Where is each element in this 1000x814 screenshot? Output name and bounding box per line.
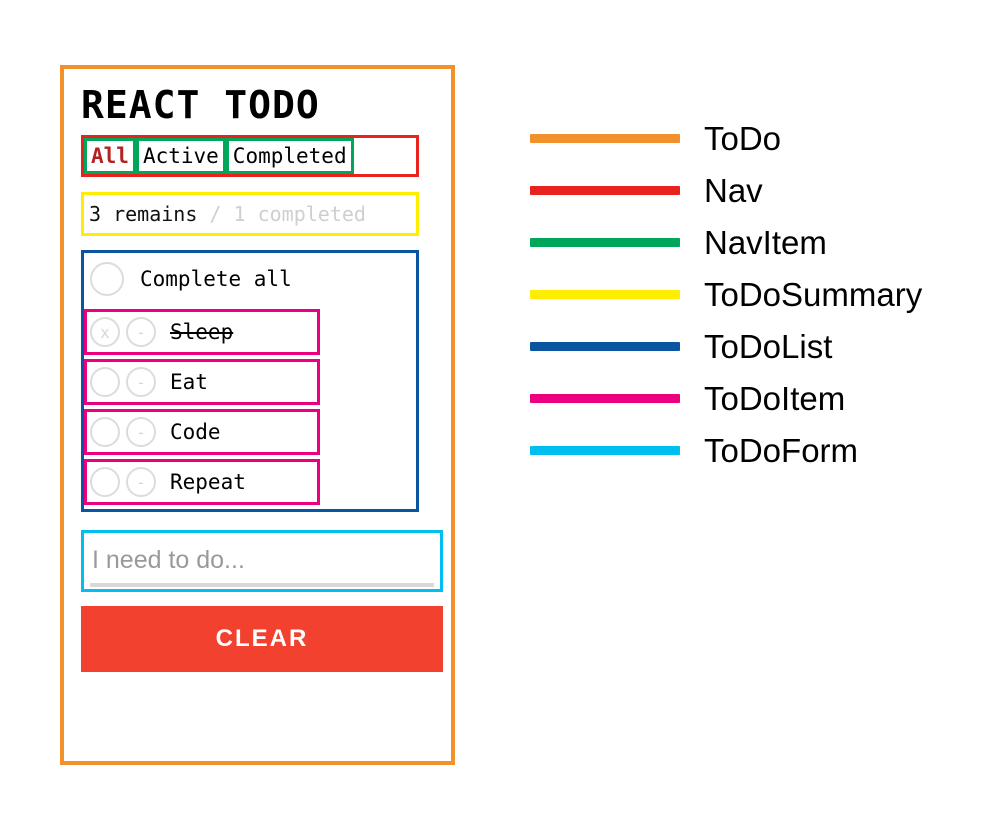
todo-item-eat[interactable]: - Eat — [84, 359, 320, 405]
todo-item-sleep[interactable]: x - Sleep — [84, 309, 320, 355]
nav-item-label: Active — [142, 143, 219, 168]
todo-item-label: Code — [170, 420, 221, 444]
nav: All Active Completed — [81, 135, 419, 177]
todo-item-repeat[interactable]: - Repeat — [84, 459, 320, 505]
legend-color-swatch — [530, 445, 680, 455]
todo-summary: 3 remains / 1 completed — [81, 192, 419, 236]
remains-count-text: 3 remains — [89, 202, 210, 226]
nav-item-all[interactable]: All — [84, 138, 136, 174]
todo-form — [81, 530, 443, 592]
completed-count-text: / 1 completed — [209, 202, 366, 226]
todo-item-label: Repeat — [170, 470, 246, 494]
complete-all-row[interactable]: Complete all — [84, 253, 416, 305]
todo-item-label: Sleep — [170, 320, 234, 344]
todo-list: Complete all x - Sleep - Eat - Code - Re… — [81, 250, 419, 512]
todo-item-label: Eat — [170, 370, 208, 394]
legend-color-swatch — [530, 237, 680, 247]
legend-color-swatch — [530, 185, 680, 195]
clear-button[interactable]: CLEAR — [81, 606, 443, 672]
component-legend: ToDo Nav NavItem ToDoSummary ToDoList To… — [530, 112, 960, 476]
nav-item-completed[interactable]: Completed — [225, 138, 354, 174]
legend-item-label: ToDoForm — [704, 431, 859, 469]
legend-color-swatch — [530, 393, 680, 403]
empty-circle-icon[interactable] — [90, 262, 124, 296]
legend-item-label: Nav — [704, 171, 763, 209]
legend-item-todo: ToDo — [530, 112, 960, 164]
empty-circle-icon[interactable] — [90, 467, 120, 497]
legend-item-label: ToDoList — [704, 327, 833, 365]
minus-circle-icon[interactable]: - — [126, 417, 156, 447]
legend-item-label: ToDo — [704, 119, 782, 157]
legend-item-navitem: NavItem — [530, 216, 960, 268]
nav-item-active[interactable]: Active — [135, 138, 226, 174]
empty-circle-icon[interactable] — [90, 367, 120, 397]
legend-color-swatch — [530, 133, 680, 143]
todo-item-code[interactable]: - Code — [84, 409, 320, 455]
nav-item-label: Completed — [232, 143, 347, 168]
legend-color-swatch — [530, 341, 680, 351]
minus-circle-icon[interactable]: - — [126, 317, 156, 347]
nav-item-label: All — [91, 143, 129, 168]
legend-item-label: NavItem — [704, 223, 827, 261]
legend-item-todolist: ToDoList — [530, 320, 960, 372]
complete-all-label: Complete all — [140, 267, 292, 291]
new-todo-input[interactable] — [90, 537, 434, 587]
legend-item-label: ToDoItem — [704, 379, 846, 417]
legend-item-todosummary: ToDoSummary — [530, 268, 960, 320]
legend-item-label: ToDoSummary — [704, 275, 923, 313]
legend-color-swatch — [530, 289, 680, 299]
minus-circle-icon[interactable]: - — [126, 467, 156, 497]
legend-item-todoitem: ToDoItem — [530, 372, 960, 424]
legend-item-nav: Nav — [530, 164, 960, 216]
page-title: REACT TODO — [81, 83, 320, 127]
x-circle-icon[interactable]: x — [90, 317, 120, 347]
empty-circle-icon[interactable] — [90, 417, 120, 447]
minus-circle-icon[interactable]: - — [126, 367, 156, 397]
todo-app-inner: REACT TODO All Active Completed 3 remain… — [81, 83, 443, 672]
todo-app-card: REACT TODO All Active Completed 3 remain… — [60, 65, 455, 765]
legend-item-todoform: ToDoForm — [530, 424, 960, 476]
